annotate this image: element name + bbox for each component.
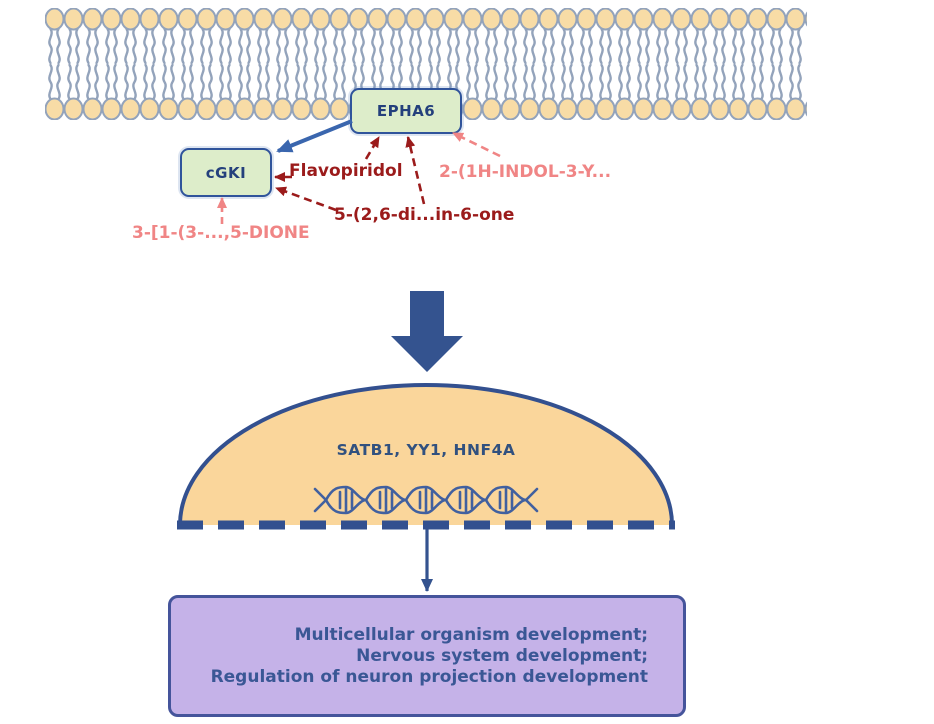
compound-label-pink-dione: 3-[1-(3-...,5-DIONE xyxy=(132,223,310,243)
node-cgki-kinase[interactable]: cGKI xyxy=(180,148,272,197)
block-arrow-down-icon xyxy=(391,291,463,372)
inhibition-arrow-dione-to-epha6 xyxy=(405,136,426,205)
activation-arrow-epha6-to-cgki xyxy=(276,119,353,153)
outcome-line: Multicellular organism development; xyxy=(294,624,648,645)
transcription-factors-label: SATB1, YY1, HNF4A xyxy=(336,441,516,459)
inhibition-arrow-flavopiridol-to-epha6 xyxy=(364,136,381,160)
node-epha6-label: EPHA6 xyxy=(376,102,436,120)
compound-label-indol: 2-(1H-INDOL-3-Y... xyxy=(439,162,612,182)
compound-label-flavopiridol: Flavopiridol xyxy=(289,161,403,181)
node-cgki-label: cGKI xyxy=(205,163,247,182)
inhibition-arrow-indol-to-epha6 xyxy=(452,131,501,158)
nucleus-dome xyxy=(177,383,675,530)
inhibition-arrow-dione-to-cgki xyxy=(275,186,337,212)
outcome-line: Nervous system development; xyxy=(356,645,648,666)
compound-label-dione: 5-(2,6-di...in-6-one xyxy=(334,205,515,225)
outcome-line: Regulation of neuron projection developm… xyxy=(210,666,648,687)
outcomes-box: Multicellular organism development; Nerv… xyxy=(168,595,686,717)
node-epha6-receptor[interactable]: EPHA6 xyxy=(350,88,462,134)
dna-helix-icon xyxy=(313,485,539,515)
